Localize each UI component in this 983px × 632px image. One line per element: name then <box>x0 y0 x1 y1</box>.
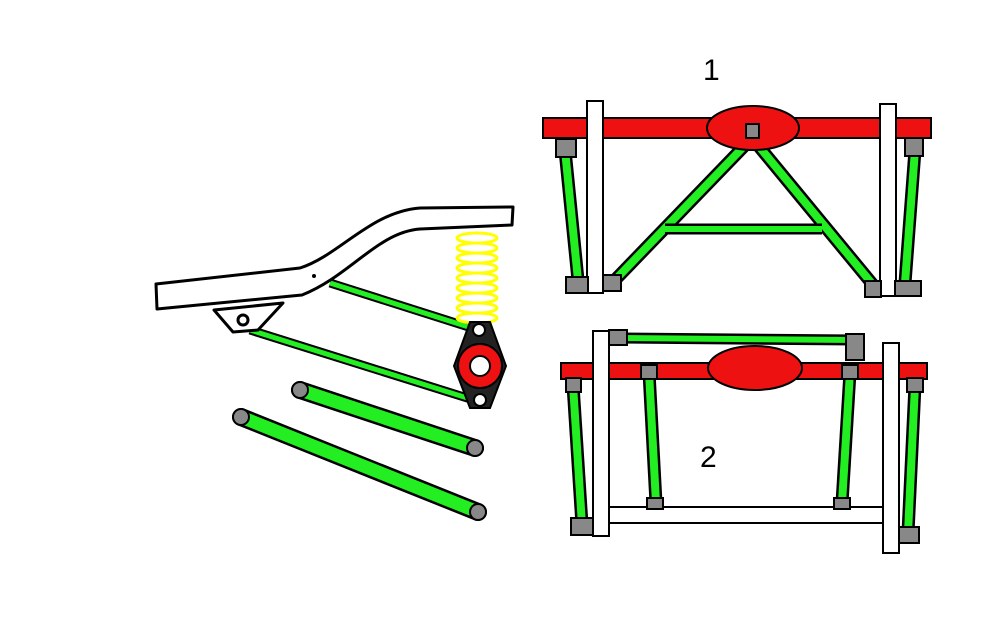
view2-outer-left-link <box>566 384 589 526</box>
chassis-rail <box>154 205 515 311</box>
view2-frame-left <box>592 330 610 537</box>
view1-left-link <box>558 149 585 281</box>
lower-trailing-arm <box>248 325 482 407</box>
view2-bushings <box>565 329 924 544</box>
loose-link-lower <box>232 408 487 521</box>
view2-top-link <box>615 332 857 346</box>
view1-bushings <box>555 123 924 298</box>
bracket-pivot <box>236 313 250 327</box>
side-view <box>154 205 515 521</box>
view1-a-arm <box>609 133 880 291</box>
view2-outer-right-link <box>901 384 922 534</box>
axle-housing-side <box>452 321 508 409</box>
upper-trailing-arm <box>328 278 480 335</box>
view1-right-link <box>898 149 922 284</box>
view1-frame-left <box>586 100 604 294</box>
view2-frame-right <box>882 342 900 554</box>
view-1-label: 1 <box>703 54 720 87</box>
loose-link-upper <box>291 381 484 457</box>
view-2-label: 2 <box>700 441 717 474</box>
view2-inner-right-link <box>835 371 857 504</box>
rail-rivet <box>312 274 316 278</box>
rear-view-2: 2 <box>560 329 928 554</box>
coil-spring <box>455 231 499 325</box>
view1-frame-right <box>879 103 897 297</box>
view2-axle <box>560 345 928 391</box>
rear-view-1: 1 <box>542 54 932 298</box>
view2-inner-left-link <box>642 371 663 504</box>
